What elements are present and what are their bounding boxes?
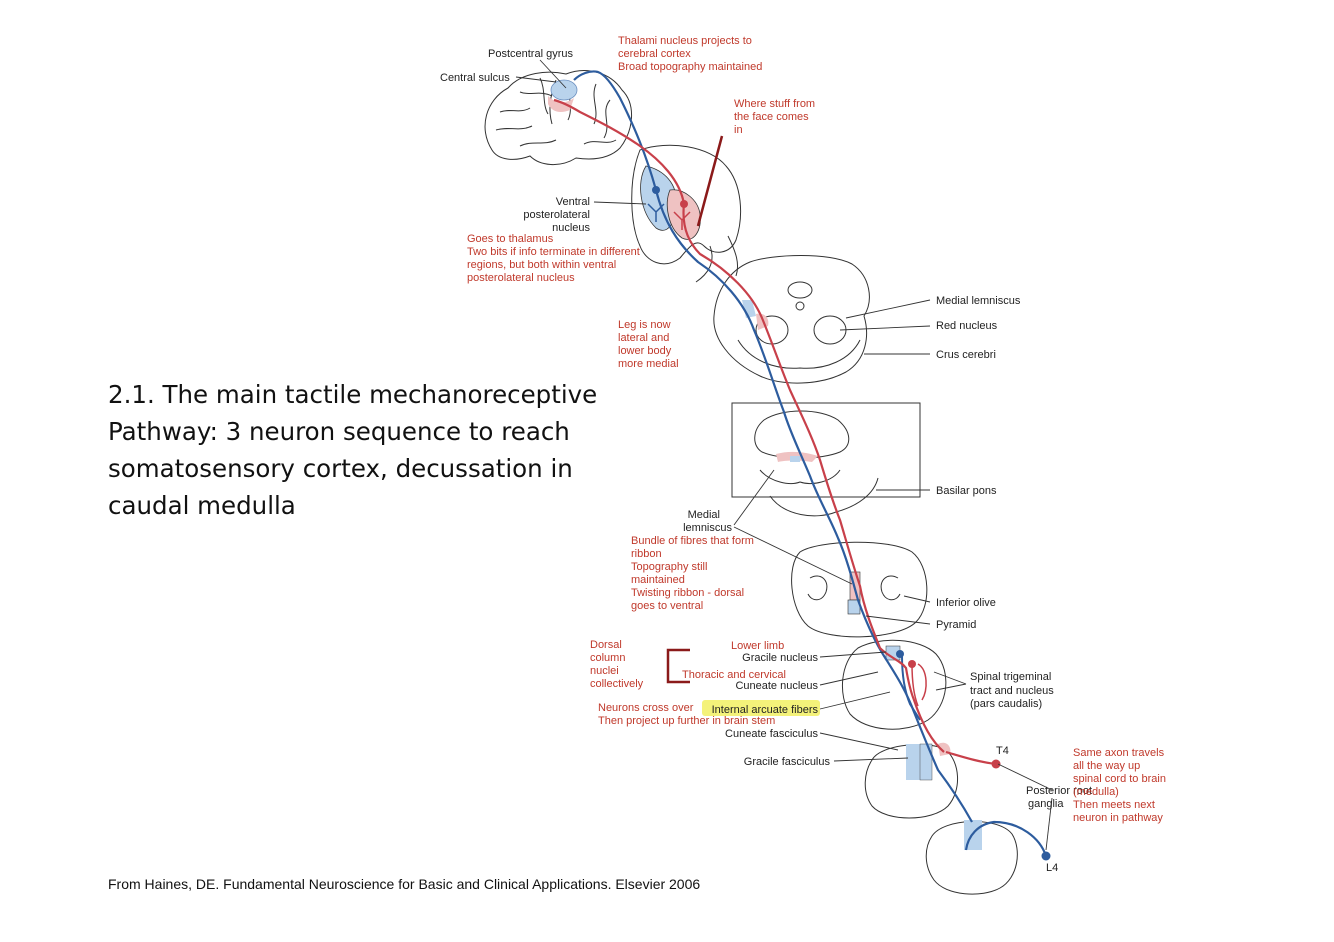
midbrain-section — [713, 255, 870, 384]
note-thalamus-3: regions, but both within ventral — [467, 259, 616, 271]
note-same-axon-5: Then meets next — [1073, 799, 1155, 811]
internal-arcuate-highlight — [702, 700, 820, 716]
pathway-red-line — [553, 98, 1001, 769]
note-same-axon-2: all the way up — [1073, 760, 1140, 772]
note-face-input-1: Where stuff from — [734, 98, 815, 110]
note-ribbon-1: Bundle of fibres that form — [631, 535, 754, 547]
note-thalamus-4: posterolateral nucleus — [467, 272, 575, 284]
note-leg-position-1: Leg is now — [618, 319, 671, 331]
pons-section — [731, 402, 921, 517]
label-pyramid: Pyramid — [936, 619, 976, 631]
source-credit: From Haines, DE. Fundamental Neuroscienc… — [108, 876, 701, 892]
face-input-arrow — [696, 135, 724, 227]
leader-lines — [515, 59, 1053, 851]
label-vpl-line-1: Ventral — [556, 196, 590, 208]
note-ribbon-6: goes to ventral — [631, 600, 703, 612]
label-postcentral-gyrus: Postcentral gyrus — [488, 48, 573, 60]
anatomy-labels: Postcentral gyrus Central sulcus Ventral… — [440, 48, 1092, 874]
note-same-axon-4: (medulla) — [1073, 786, 1119, 798]
note-thalamic-projection-2: cerebral cortex — [618, 48, 691, 60]
label-l4: L4 — [1046, 862, 1058, 874]
note-same-axon-6: neuron in pathway — [1073, 812, 1163, 824]
label-cuneate-fasciculus: Cuneate fasciculus — [725, 728, 818, 740]
label-spinal-trigeminal-3: (pars caudalis) — [970, 698, 1042, 710]
label-cuneate-nucleus: Cuneate nucleus — [735, 680, 818, 692]
medulla-rostral-section — [791, 541, 928, 638]
pathway-blue-line — [573, 70, 1051, 861]
brain-outline — [484, 70, 633, 165]
label-vpl-line-2: posterolateral — [523, 209, 590, 221]
label-crus-cerebri: Crus cerebri — [936, 349, 996, 361]
note-thalamus-2: Two bits if info terminate in different — [467, 246, 640, 258]
spinal-cord-lumbar — [925, 820, 1018, 895]
note-leg-position-2: lateral and — [618, 332, 669, 344]
note-thalamic-projection-3: Broad topography maintained — [618, 61, 762, 73]
slide-title: 2.1. The main tactile mechanoreceptive P… — [108, 376, 648, 524]
label-basilar-pons: Basilar pons — [936, 485, 997, 497]
label-internal-arcuate-fibers: Internal arcuate fibers — [712, 704, 819, 716]
spinal-cord-cervical — [864, 742, 959, 819]
note-cross-over-2: Then project up further in brain stem — [598, 715, 775, 727]
annotations: Thalami nucleus projects to cerebral cor… — [467, 35, 1166, 824]
note-ribbon-3: Topography still — [631, 561, 707, 573]
note-ribbon-2: ribbon — [631, 548, 662, 560]
note-dorsal-column-nuclei-1: Dorsal — [590, 639, 622, 651]
label-ganglia: ganglia — [1028, 798, 1064, 810]
label-central-sulcus: Central sulcus — [440, 72, 510, 84]
label-gracile-fasciculus: Gracile fasciculus — [744, 756, 831, 768]
label-medial-lemniscus: Medial lemniscus — [936, 295, 1021, 307]
note-thalamic-projection-1: Thalami nucleus projects to — [618, 35, 752, 47]
label-vpl-line-3: nucleus — [552, 222, 590, 234]
label-gracile-nucleus: Gracile nucleus — [742, 652, 818, 664]
label-medial-lemniscus-lower-2: lemniscus — [683, 522, 732, 534]
note-dorsal-column-nuclei-2: column — [590, 652, 625, 664]
note-thoracic-cervical: Thoracic and cervical — [682, 669, 786, 681]
note-same-axon-3: spinal cord to brain — [1073, 773, 1166, 785]
note-leg-position-4: more medial — [618, 358, 679, 370]
note-dorsal-column-nuclei-4: collectively — [590, 678, 644, 690]
label-spinal-trigeminal-2: tract and nucleus — [970, 685, 1054, 697]
note-dorsal-column-nuclei-3: nuclei — [590, 665, 619, 677]
title-line-2: Pathway: 3 neuron sequence to reach — [108, 417, 570, 446]
note-cross-over-1: Neurons cross over — [598, 702, 694, 714]
note-ribbon-4: maintained — [631, 574, 685, 586]
label-posterior-root: Posterior root — [1026, 785, 1092, 797]
title-line-3: somatosensory cortex, decussation in — [108, 454, 573, 483]
label-red-nucleus: Red nucleus — [936, 320, 998, 332]
label-inferior-olive: Inferior olive — [936, 597, 996, 609]
note-face-input-3: in — [734, 124, 743, 136]
note-thalamus-1: Goes to thalamus — [467, 233, 554, 245]
note-same-axon-1: Same axon travels — [1073, 747, 1165, 759]
note-leg-position-3: lower body — [618, 345, 672, 357]
note-lower-limb: Lower limb — [731, 640, 784, 652]
dorsal-column-bracket — [666, 648, 690, 684]
medulla-caudal-section — [841, 639, 947, 730]
label-t4: T4 — [996, 745, 1009, 757]
label-spinal-trigeminal-1: Spinal trigeminal — [970, 671, 1051, 683]
note-ribbon-5: Twisting ribbon - dorsal — [631, 587, 744, 599]
title-line-4: caudal medulla — [108, 491, 296, 520]
label-medial-lemniscus-lower-1: Medial — [688, 509, 720, 521]
note-face-input-2: the face comes — [734, 111, 809, 123]
title-line-1: 2.1. The main tactile mechanoreceptive — [108, 380, 598, 409]
